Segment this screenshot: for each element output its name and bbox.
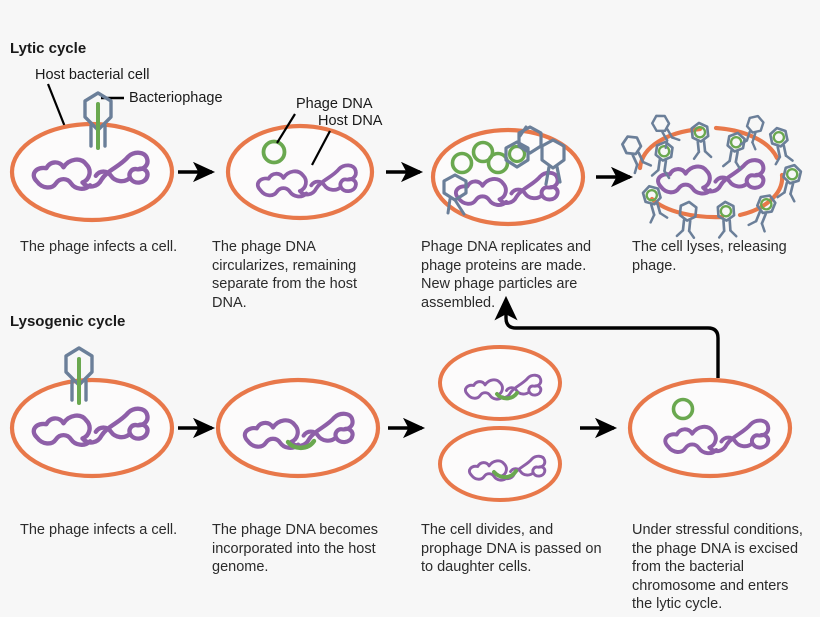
released-phage [767,124,794,166]
arrow-return-to-lytic-cycle [494,295,720,378]
bacteriophage-icon [64,346,94,405]
cell-membrane [438,426,562,502]
assembled-phage [442,173,468,216]
lytic-cell-2 [225,113,375,221]
assembled-phage [517,125,543,155]
callout-label-phage-dna: Phage DNA [296,96,373,112]
lysogenic-cell-4 [627,377,793,479]
lytic-cell-4-lysing [618,110,805,240]
prophage-dna-segment [285,438,317,451]
caption-lytic-step-3: Phage DNA replicates and phage proteins … [421,239,592,311]
prophage-dna-segment [492,469,518,480]
prophage-dna-segment [495,391,519,401]
released-phage [747,191,780,233]
cell-membrane [9,377,175,479]
lytic-cell-3 [430,125,586,227]
released-phage [721,130,748,171]
released-phage [689,120,713,161]
lysogenic-daughter-cell-bottom [438,426,562,502]
callout-label-host-bacterial-cell: Host bacterial cell [35,67,150,83]
leader-line-host-dna [311,130,331,166]
caption-lytic-step-1: The phage infects a cell. [20,239,178,255]
assembled-phage [504,140,530,169]
excised-phage-dna-circle [671,397,695,421]
lysogenic-daughter-cell-top [438,345,562,421]
caption-lysogenic-step-2: The phage DNA becomes incorporated into … [212,522,379,575]
phage-dna-circle [450,151,474,175]
released-phage [650,139,676,180]
bacteriophage-icon [83,91,113,150]
callout-label-bacteriophage: Bacteriophage [129,90,223,106]
released-phage [776,161,805,203]
section-title-lytic: Lytic cycle [10,40,87,57]
caption-lysogenic-step-4: Under stressful conditions, the phage DN… [632,522,803,612]
caption-lytic-step-4: The cell lyses, releasing phage. [632,239,787,274]
caption-lysogenic-step-3: The cell divides, and prophage DNA is pa… [421,522,602,575]
callout-label-host-dna: Host DNA [318,113,383,129]
released-phage [675,199,699,240]
phage-dna-circle [486,151,510,175]
released-phage [639,182,669,224]
caption-lytic-step-2: The phage DNA circularizes, remaining se… [212,239,358,311]
lysogenic-cell-2 [215,377,381,479]
section-title-lysogenic: Lysogenic cycle [10,313,126,330]
caption-lysogenic-step-1: The phage infects a cell. [20,522,178,538]
leader-line-phage-dna [276,113,296,144]
lysogenic-cell-1 [9,346,175,479]
released-phage [715,199,738,239]
phage-dna-circle [471,140,495,164]
host-dna [658,160,763,193]
phage-dna-circle [261,139,287,165]
lytic-cell-1 [9,91,175,223]
